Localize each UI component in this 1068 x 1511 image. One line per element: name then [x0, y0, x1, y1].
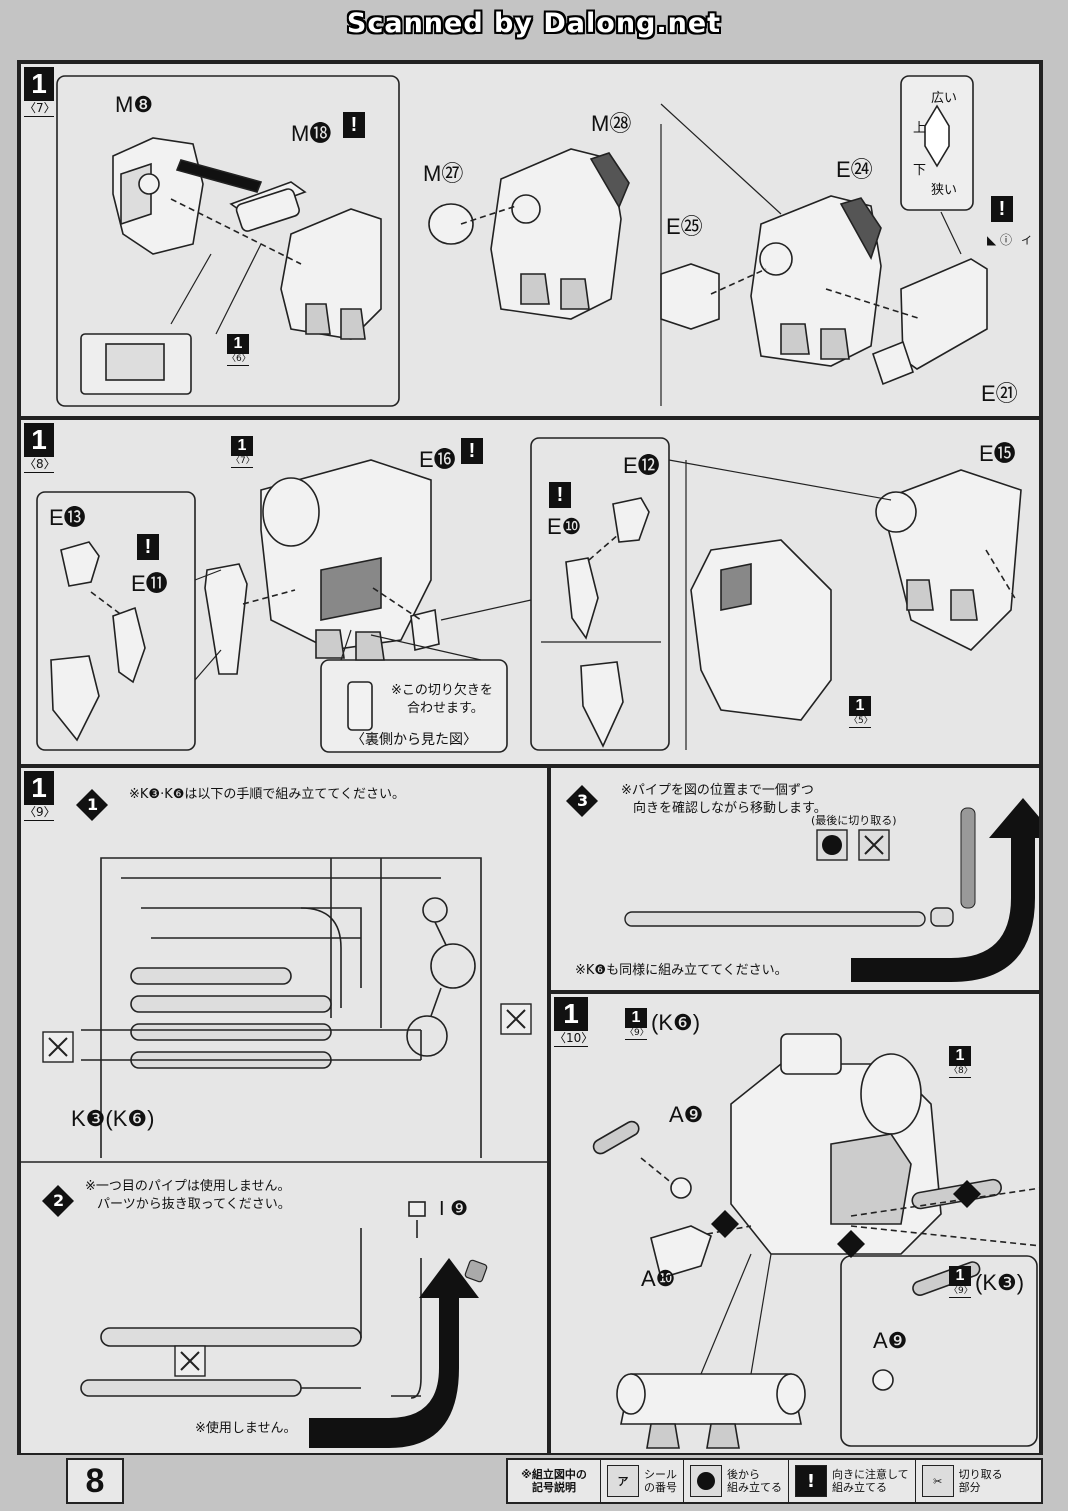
k6-same-note: ※K❻も同様に組み立ててください。	[575, 963, 788, 978]
seal-mark: ◣ ⓘ	[987, 233, 1013, 247]
reference-step-9-k3: 1 〈9〉	[949, 1266, 973, 1298]
last-cut-note: (最後に切り取る)	[811, 814, 897, 827]
part-label-e24: E㉔	[836, 157, 873, 182]
unused-note: ※使用しません。	[195, 1421, 297, 1436]
reference-step-7: 1 〈7〉	[231, 436, 255, 468]
inset-narrow: 狭い	[931, 183, 958, 198]
step-sub: 〈7〉	[24, 101, 56, 117]
substep-3-drawing	[624, 798, 1039, 982]
legend-seal: ア シールの番号	[601, 1460, 684, 1502]
hose-label-k3: (K❸)	[975, 1270, 1025, 1295]
step-10-panel: 1 〈10〉	[549, 992, 1041, 1453]
substep-3-note-2: 向きを確認しながら移動します。	[633, 801, 827, 816]
orientation-warning-icon: !	[461, 438, 483, 464]
part-label-a10: A❿	[641, 1266, 676, 1291]
step-number: 1	[24, 67, 54, 101]
reference-step-5: 1 〈5〉	[849, 696, 873, 728]
substep-1-marker	[75, 788, 109, 822]
seal-icon: ア	[607, 1465, 639, 1497]
part-label-e11: E⓫	[131, 571, 168, 596]
symbol-legend: ※組立図中の 記号説明 ア シールの番号 後から組み立てる ! 向きに注意して組…	[506, 1458, 1043, 1504]
part-label-e13: E⓭	[49, 505, 86, 530]
assemble-later-icon	[690, 1465, 722, 1497]
part-label-e16: E⓰	[419, 447, 456, 472]
substep-2-number: 2	[53, 1191, 65, 1210]
orientation-warning-icon: !	[549, 482, 571, 508]
cutter-icon: ✂	[921, 1465, 954, 1497]
inset-up: 上	[913, 121, 927, 136]
substep-2-marker	[41, 1184, 75, 1218]
legend-orientation: ! 向きに注意して組み立てる	[789, 1460, 916, 1502]
substep-3-note-1: ※パイプを図の位置まで一個ずつ	[621, 783, 814, 798]
part-label-k3-k6: K❸(K❻)	[71, 1106, 155, 1131]
substep-1-note: ※K❸·K❻は以下の手順で組み立ててください。	[129, 787, 405, 802]
substep-3-number: 3	[577, 791, 589, 810]
step-7-panel: 1 〈7〉	[19, 62, 1041, 418]
step-7-badge: 1 〈7〉	[24, 67, 56, 117]
part-label-e12: E⓬	[623, 453, 660, 478]
legend-assemble-later: 後から組み立てる	[684, 1460, 789, 1502]
part-label-m8: M❽	[115, 92, 154, 117]
step-9-badge: 1 〈9〉	[24, 771, 56, 821]
part-label-m27: M㉗	[423, 161, 464, 186]
scan-credit: Scanned by Dalong.net	[346, 8, 722, 39]
notch-note-1: ※この切り欠きを	[391, 683, 493, 698]
step-8-drawing	[36, 437, 1022, 753]
step-9-drawing	[21, 857, 547, 1448]
warning-icon: !	[795, 1465, 827, 1497]
seal-number: イ	[1021, 234, 1032, 247]
orientation-warning-icon: !	[991, 196, 1013, 222]
legend-cut: ✂ 切り取る部分	[916, 1460, 1009, 1502]
legend-title: ※組立図中の 記号説明	[508, 1460, 601, 1502]
part-label-e21: E㉑	[981, 381, 1018, 406]
part-label-m18: M⓲	[291, 121, 332, 146]
part-label-e25: E㉕	[666, 214, 703, 239]
substep-2-note-2: パーツから抜き取ってください。	[97, 1197, 291, 1212]
step-9-panel: 1 〈9〉	[19, 766, 549, 1453]
hose-label-k6: (K❻)	[651, 1010, 701, 1035]
step-9-substep-3-panel: 3 ※パイプを図の位置まで一個ずつ 向きを確認しながら移動します。 (最後に切り…	[549, 766, 1041, 992]
reference-step-9-k6: 1 〈9〉	[625, 1008, 649, 1040]
substep-2-note-1: ※一つ目のパイプは使用しません。	[85, 1179, 291, 1194]
back-view-caption: 〈裏側から見た図〉	[351, 732, 477, 748]
step-10-drawing	[592, 1033, 1039, 1449]
inset-wide: 広い	[931, 91, 958, 106]
orientation-warning-icon: !	[137, 534, 159, 560]
reference-step-6: 1 〈6〉	[227, 334, 251, 366]
part-label-a9-bottom: A❾	[873, 1328, 908, 1353]
part-label-e15: E⓯	[979, 441, 1016, 466]
step-10-badge: 1 〈10〉	[554, 997, 594, 1047]
orientation-warning-icon: !	[343, 112, 365, 138]
part-label-m28: M㉘	[591, 111, 632, 136]
step-8-badge: 1 〈8〉	[24, 423, 56, 473]
substep-1-number: 1	[87, 795, 99, 814]
part-label-a9-top: A❾	[669, 1102, 704, 1127]
inset-down: 下	[913, 163, 927, 178]
step-7-drawing	[56, 75, 988, 407]
step-8-panel: 1 〈8〉	[19, 418, 1041, 766]
notch-note-2: 合わせます。	[407, 701, 484, 716]
substep-3-marker	[565, 784, 599, 818]
part-label-i9: I ❾	[439, 1198, 469, 1220]
reference-step-8: 1 〈8〉	[949, 1046, 973, 1078]
page-number: 8	[66, 1458, 124, 1504]
manual-sheet: 1 〈7〉	[17, 60, 1043, 1455]
part-label-e10: E❿	[547, 514, 582, 539]
